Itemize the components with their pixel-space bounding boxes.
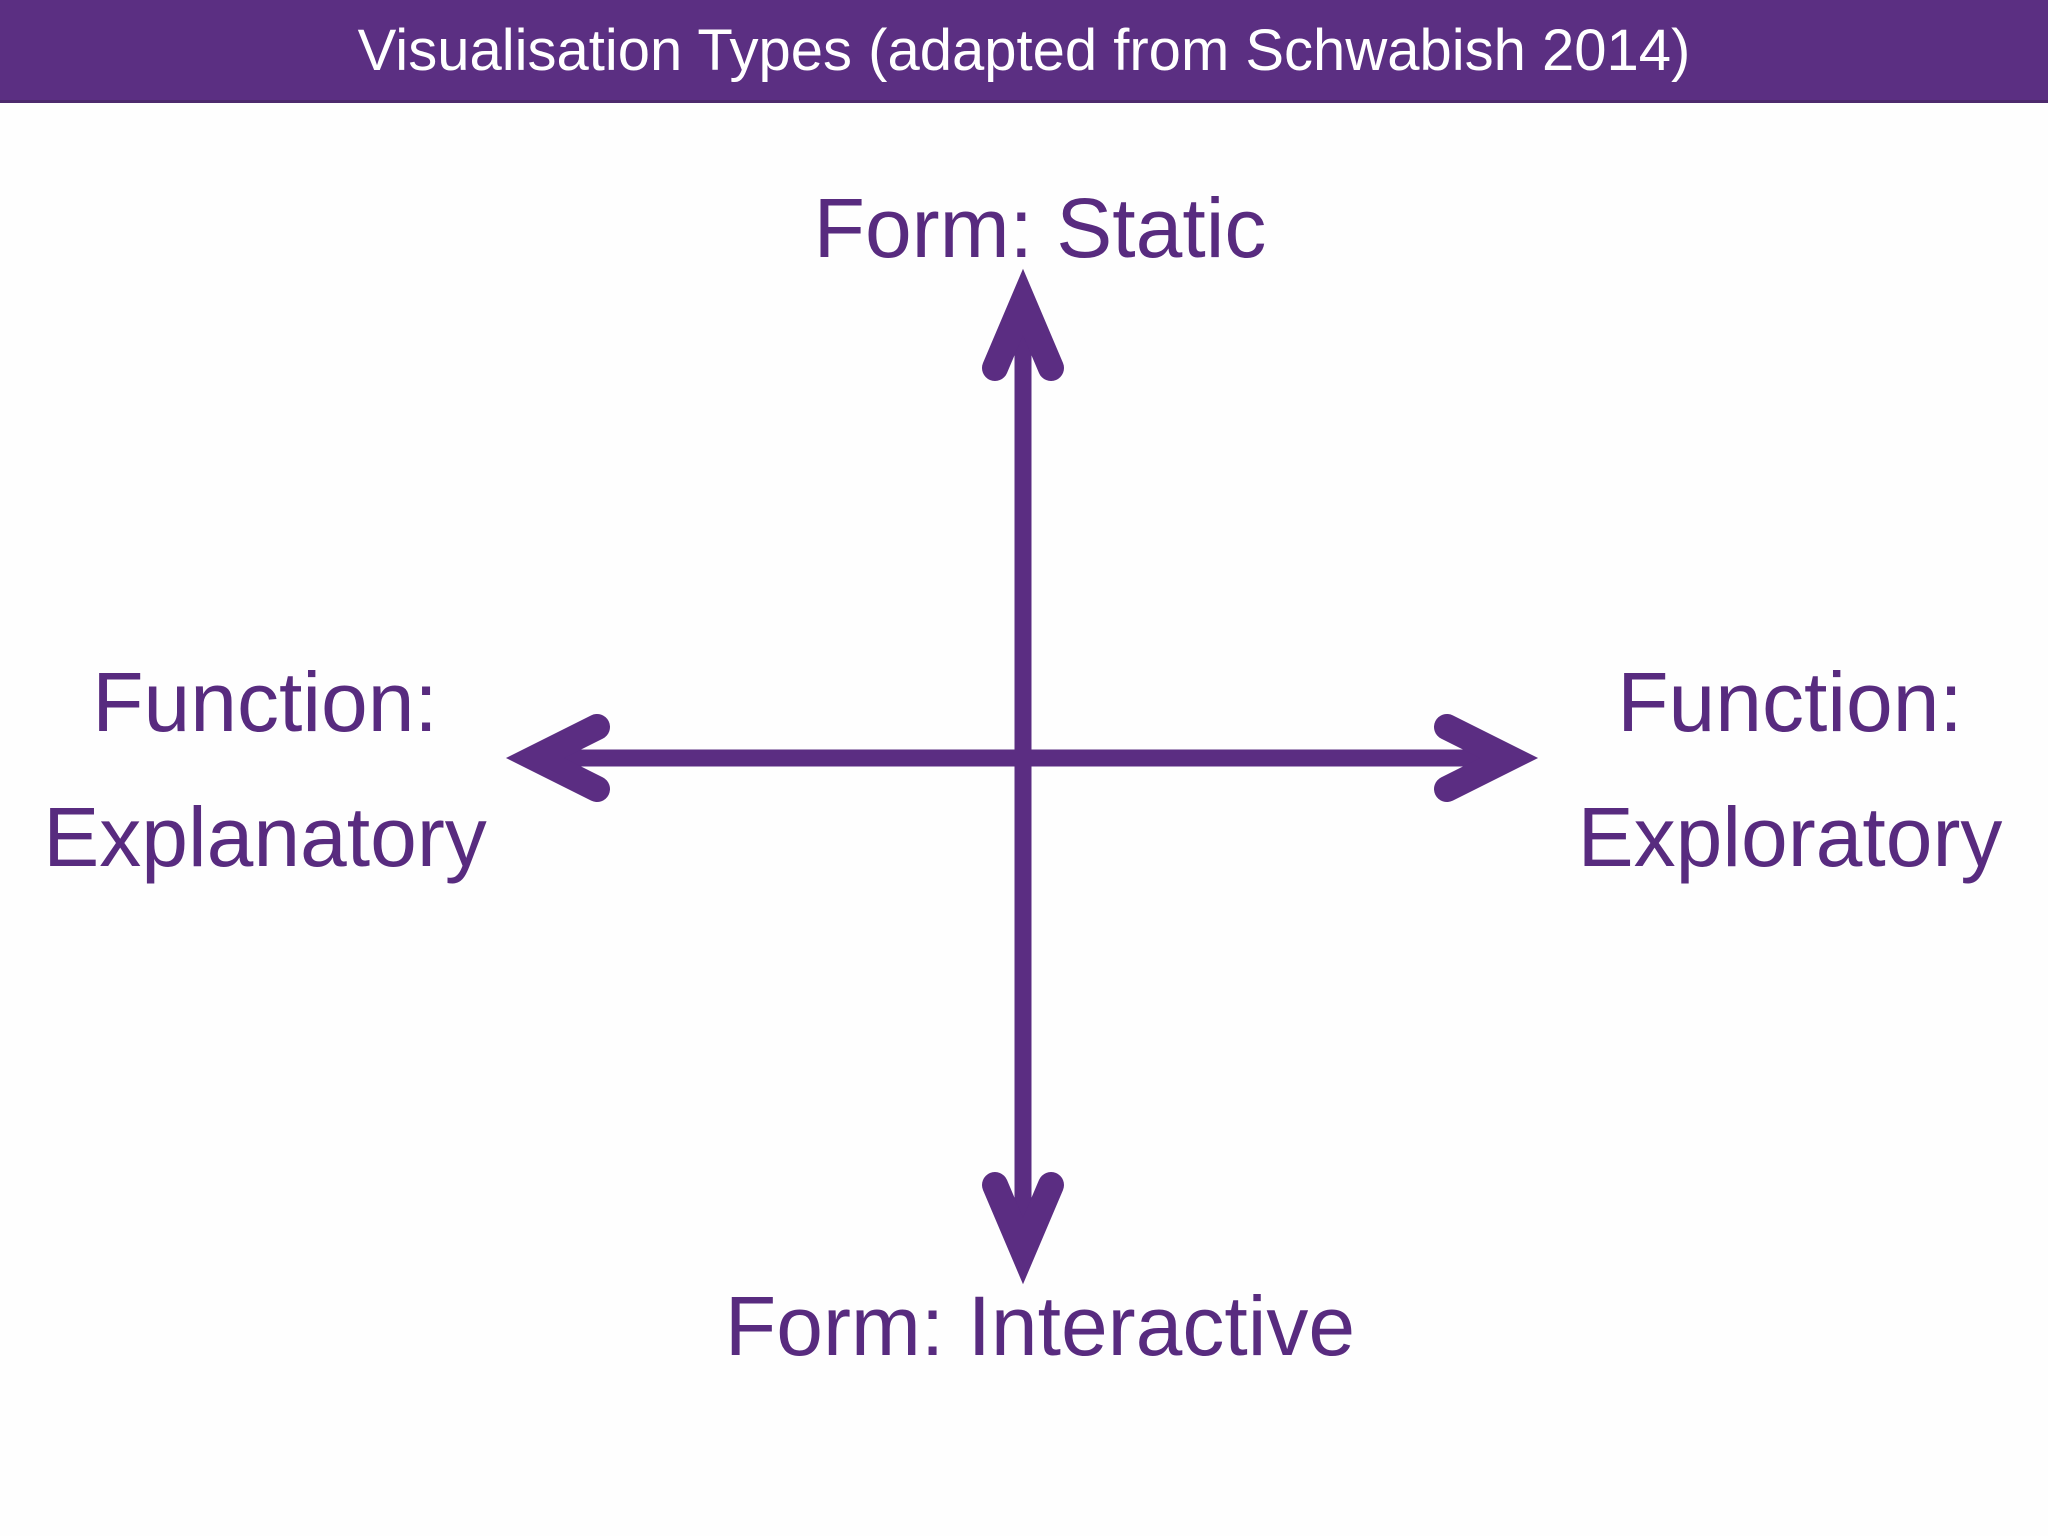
axis-label-line-function: Function:: [92, 655, 438, 749]
arrowhead-down-icon: [982, 1172, 1064, 1285]
diagram-canvas: Form: Static Form: Interactive Function:…: [0, 103, 2048, 1536]
arrowhead-up-icon: [982, 268, 1064, 381]
axis-label-function-explanatory: Function: Explanatory: [43, 635, 487, 905]
axis-label-form-static: Form: Static: [813, 181, 1267, 275]
axis-label-form-interactive: Form: Interactive: [724, 1279, 1356, 1373]
axis-label-function-exploratory: Function: Exploratory: [1578, 635, 2003, 905]
axis-label-line-function: Function:: [1617, 655, 1963, 749]
arrowhead-right-icon: [1434, 714, 1539, 802]
axis-label-line-explanatory: Explanatory: [43, 790, 487, 884]
arrowhead-left-icon: [505, 714, 610, 802]
slide-title: Visualisation Types (adapted from Schwab…: [357, 17, 1691, 83]
axis-label-line-exploratory: Exploratory: [1577, 790, 2003, 884]
title-bar: Visualisation Types (adapted from Schwab…: [0, 0, 2048, 103]
